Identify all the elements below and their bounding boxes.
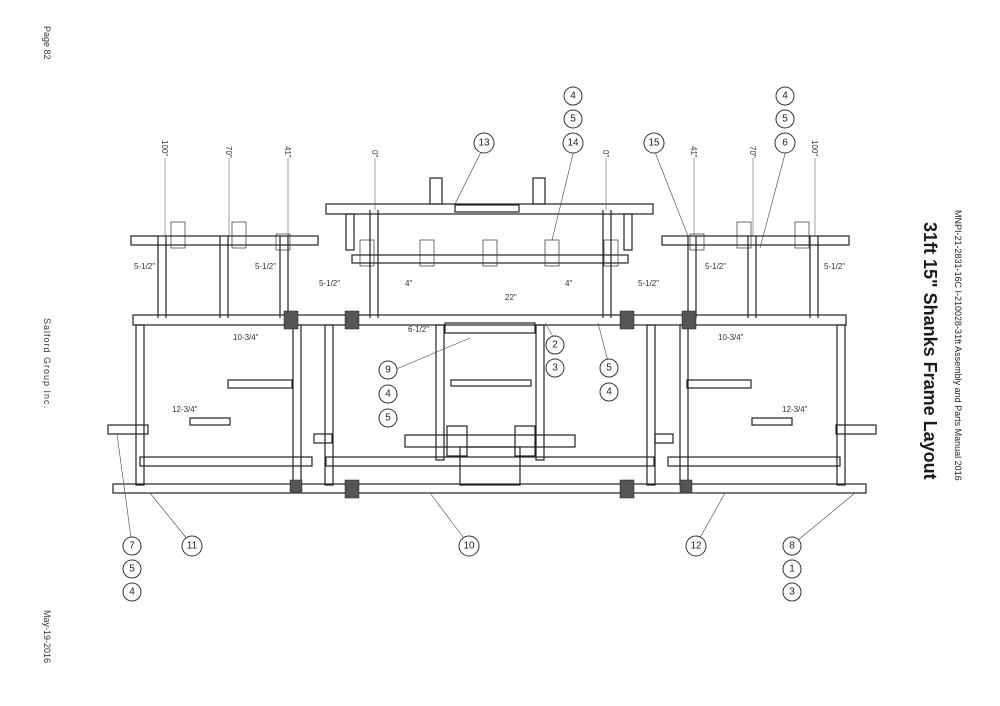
dimension-label: 5-1/2" <box>638 279 659 288</box>
svg-text:1: 1 <box>789 564 795 575</box>
position-label-41-left: 41" <box>283 146 292 158</box>
svg-text:5: 5 <box>570 114 576 125</box>
svg-text:4: 4 <box>385 389 391 400</box>
svg-text:4: 4 <box>782 91 788 102</box>
dimension-label: 5-1/2" <box>705 262 726 271</box>
front-rail <box>132 314 847 326</box>
svg-text:11: 11 <box>187 541 198 552</box>
callout-13: 13 <box>473 132 495 154</box>
svg-text:5: 5 <box>129 564 135 575</box>
dimension-label: 4" <box>405 279 412 288</box>
dimension-label: 5-1/2" <box>255 262 276 271</box>
center-shank-bar <box>351 254 629 264</box>
callout-11: 11 <box>181 535 203 557</box>
svg-text:8: 8 <box>789 541 795 552</box>
hitch-bar <box>325 203 654 215</box>
dimension-label: 5-1/2" <box>319 279 340 288</box>
svg-text:7: 7 <box>129 541 135 552</box>
svg-text:4: 4 <box>129 587 135 598</box>
dimension-label: 5-1/2" <box>824 262 845 271</box>
dimension-label: 12-3/4" <box>782 405 808 414</box>
svg-text:5: 5 <box>385 413 391 424</box>
callout-15: 15 <box>643 132 665 154</box>
left-shank-bar <box>130 235 319 246</box>
dimension-label: 12-3/4" <box>172 405 198 414</box>
callout-10: 10 <box>458 535 480 557</box>
dimension-label: 10-3/4" <box>233 333 259 342</box>
svg-text:14: 14 <box>567 138 579 149</box>
position-label-41-right: 41" <box>689 146 698 158</box>
dimension-label: 10-3/4" <box>718 333 744 342</box>
svg-text:3: 3 <box>552 363 558 374</box>
svg-text:2: 2 <box>552 340 558 351</box>
position-label-0-right: 0" <box>601 150 610 157</box>
position-label-70-left: 70" <box>224 146 233 158</box>
callout-stack-7: 7 5 4 <box>122 536 142 602</box>
svg-text:5: 5 <box>782 114 788 125</box>
svg-text:15: 15 <box>648 138 660 149</box>
dimension-label: 6-1/2" <box>408 325 429 334</box>
rear-rail <box>112 483 867 494</box>
svg-text:3: 3 <box>789 587 795 598</box>
callout-12: 12 <box>685 535 707 557</box>
svg-text:4: 4 <box>606 387 612 398</box>
svg-text:5: 5 <box>606 363 612 374</box>
position-label-100-left: 100" <box>160 140 169 156</box>
svg-text:13: 13 <box>478 138 490 149</box>
callout-stack-top-right: 4 5 6 <box>774 86 796 154</box>
position-label-0-left: 0" <box>370 150 379 157</box>
svg-text:6: 6 <box>782 138 788 149</box>
svg-text:12: 12 <box>690 541 702 552</box>
svg-text:4: 4 <box>570 91 576 102</box>
svg-text:10: 10 <box>463 541 475 552</box>
callout-stack-2-3: 2 3 <box>545 335 565 378</box>
position-label-70-right: 70" <box>748 146 757 158</box>
callout-stack-top-center: 4 5 14 <box>562 86 584 154</box>
callout-stack-8: 8 1 3 <box>782 536 802 602</box>
dimension-label: 5-1/2" <box>134 262 155 271</box>
dimension-label: 4" <box>565 279 572 288</box>
position-label-100-right: 100" <box>810 140 819 156</box>
callout-stack-9: 9 4 5 <box>378 360 398 428</box>
dimension-label: 22" <box>505 293 517 302</box>
svg-text:9: 9 <box>385 365 391 376</box>
callout-stack-5-4: 5 4 <box>599 358 619 402</box>
